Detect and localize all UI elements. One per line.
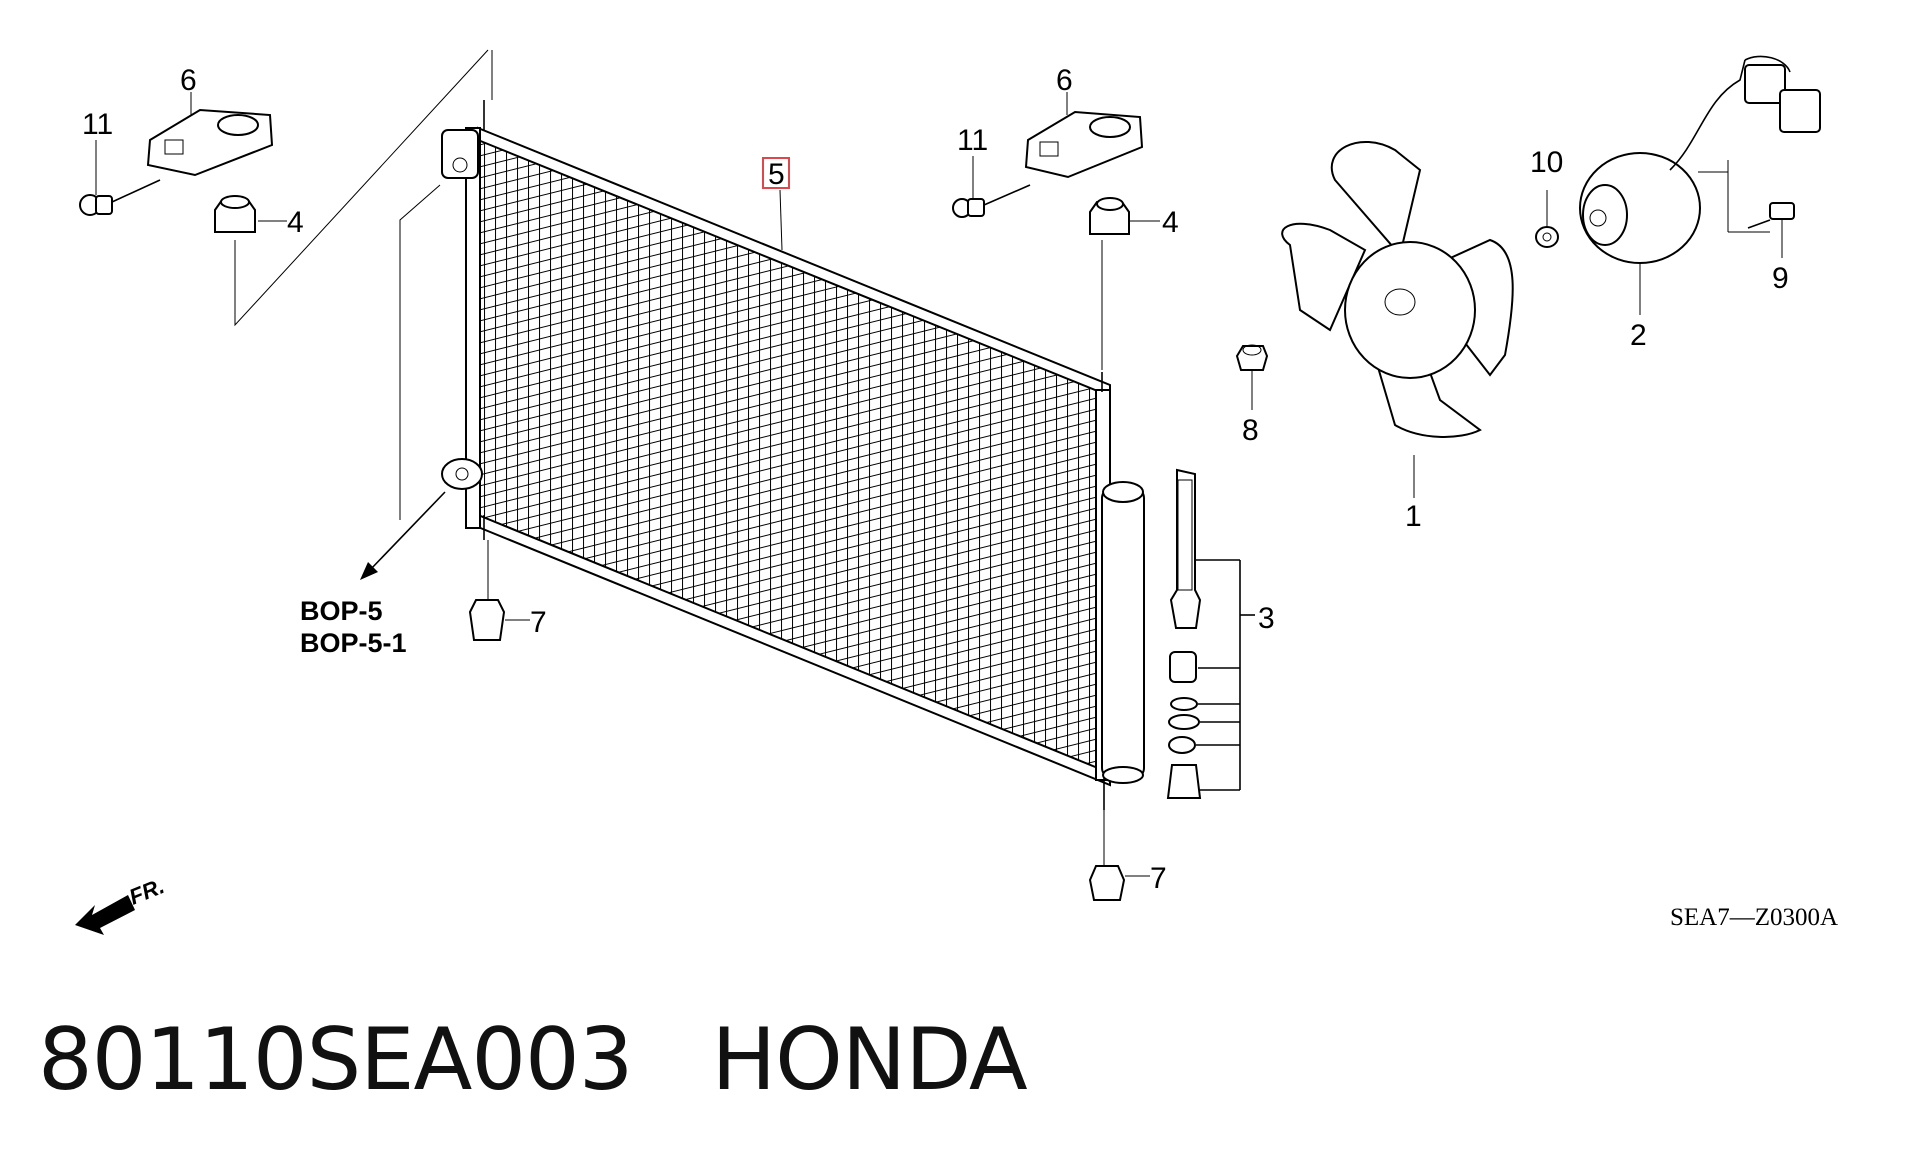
front-direction-indicator: FR. xyxy=(75,873,168,935)
cushion-top-right[interactable] xyxy=(1089,197,1130,235)
direction-label: FR. xyxy=(126,873,168,909)
brand-name: HONDA xyxy=(711,1010,1028,1110)
condenser[interactable] xyxy=(441,100,1111,810)
callout-cushion-top-left: 4 xyxy=(287,206,304,239)
motor-connector xyxy=(1744,64,1821,133)
callout-motor: 2 xyxy=(1630,319,1647,352)
bop-arrow xyxy=(360,491,446,580)
fan[interactable] xyxy=(1281,140,1514,438)
nut-8[interactable] xyxy=(1235,344,1269,371)
callout-cushion-bottom-right: 7 xyxy=(1150,862,1167,895)
bracket-left[interactable] xyxy=(146,108,274,177)
part-footer: 80110SEA003 HONDA xyxy=(38,1010,1028,1110)
bolt-left[interactable] xyxy=(79,179,161,216)
bolt-right[interactable] xyxy=(952,184,1031,218)
callout-receiver-kit: 3 xyxy=(1258,602,1275,635)
reference-label-bop-5-1[interactable]: BOP-5-1 xyxy=(300,628,407,658)
outlet-fitting xyxy=(441,458,483,490)
callout-cushion-bottom-left: 7 xyxy=(530,606,547,639)
bolt-9[interactable] xyxy=(1747,202,1795,229)
callout-cushion-top-right: 4 xyxy=(1162,206,1179,239)
drawing-code: SEA7—Z0300A xyxy=(1670,904,1838,931)
callout-bolt-9: 9 xyxy=(1772,262,1789,295)
inlet-fitting xyxy=(441,129,479,179)
cushion-top-left[interactable] xyxy=(214,195,256,233)
callout-condenser-highlight xyxy=(762,157,790,189)
callout-fan: 1 xyxy=(1405,500,1422,533)
cushion-bottom-left[interactable] xyxy=(468,599,506,641)
receiver-dryer[interactable] xyxy=(1101,481,1145,784)
callout-bracket-left: 6 xyxy=(180,64,197,97)
callout-nut-10: 10 xyxy=(1530,146,1563,179)
callout-nut-8: 8 xyxy=(1242,414,1259,447)
bracket-right[interactable] xyxy=(1024,110,1144,179)
callout-condenser[interactable]: 5 xyxy=(768,158,785,191)
part-number: 80110SEA003 xyxy=(38,1010,633,1110)
kit-bracket-lines xyxy=(1195,559,1255,791)
callout-bolt-right: 11 xyxy=(957,124,988,157)
reference-label-bop-5[interactable]: BOP-5 xyxy=(300,596,383,626)
cushion-bottom-right[interactable] xyxy=(1088,865,1126,901)
footer-spacer xyxy=(633,1010,712,1110)
nut-10[interactable] xyxy=(1535,226,1559,248)
callout-bracket-right: 6 xyxy=(1056,64,1073,97)
leader-lines xyxy=(95,49,1783,877)
desiccant-kit[interactable] xyxy=(1166,468,1202,799)
callout-bolt-left: 11 xyxy=(82,108,113,141)
